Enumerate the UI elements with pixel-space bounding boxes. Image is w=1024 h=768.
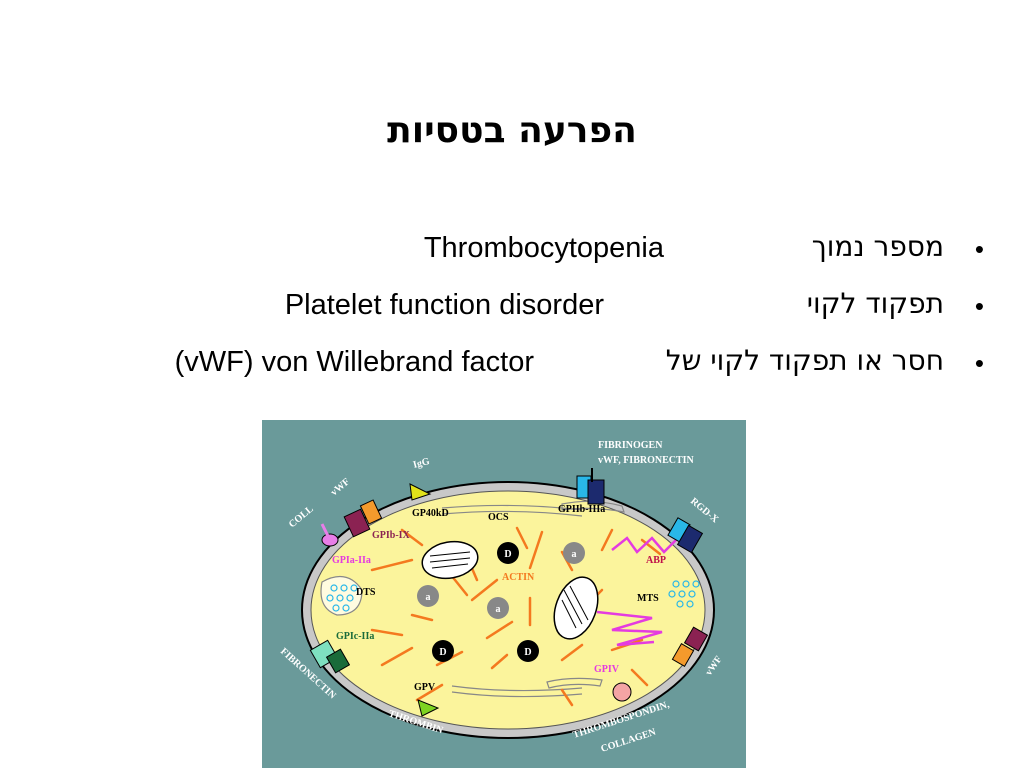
granule-label: D xyxy=(504,549,511,560)
granule-label: a xyxy=(426,592,431,603)
label-igg: IgG xyxy=(412,456,431,471)
igg-receptor xyxy=(409,483,432,501)
coll-gpia-receptor xyxy=(320,523,339,547)
slide-title: הפרעה בטסיות xyxy=(387,110,637,151)
bullet-english-text: Thrombocytopenia xyxy=(423,232,664,264)
label-gpic-iia: GPIc-IIa xyxy=(336,631,374,642)
bullet-english-text: Platelet function disorder xyxy=(284,289,604,321)
granule-label: D xyxy=(524,647,531,658)
label-vwf-fibronectin: vWF, FIBRONECTIN xyxy=(598,455,695,466)
mts-zigzag xyxy=(596,610,663,647)
alpha-granule: a xyxy=(563,542,585,564)
alpha-granule: a xyxy=(487,597,509,619)
bullet-hebrew-text: תפקוד לקוי xyxy=(806,287,944,320)
bullet-item: • מספר נמוך Thrombocytopenia xyxy=(24,230,984,287)
dense-granule: D xyxy=(517,640,539,662)
microtubule-dots xyxy=(668,580,700,608)
granule-label: D xyxy=(439,647,446,658)
bullet-english-text: (vWF) von Willebrand factor xyxy=(174,346,534,378)
bullet-dot-icon: • xyxy=(974,291,984,321)
label-fibrinogen: FIBRINOGEN xyxy=(598,440,663,451)
vwf-gpib-receptor xyxy=(343,499,383,538)
gpiib-iiia-receptor xyxy=(576,468,605,505)
dense-tubular-system xyxy=(320,575,363,616)
label-actin: ACTIN xyxy=(502,572,535,583)
bullet-list: • מספר נמוך Thrombocytopenia • תפקוד לקו… xyxy=(24,230,984,401)
label-mts: MTS xyxy=(637,593,659,604)
mitochondrion-left xyxy=(421,540,479,580)
bullet-hebrew-text: חסר או תפקוד לקוי של xyxy=(665,344,944,377)
rgd-x-receptor xyxy=(667,517,704,554)
label-gpiib-iiia: GPIIb-IIIa xyxy=(558,504,605,515)
label-gpib-ix: GPIb-IX xyxy=(372,530,411,541)
bullet-dot-icon: • xyxy=(974,234,984,264)
label-gpiv: GPIV xyxy=(594,664,620,675)
label-gp40kd: GP40kD xyxy=(412,508,449,519)
alpha-granule: a xyxy=(417,585,439,607)
gpv-receptor xyxy=(417,699,440,717)
bullet-dot-icon: • xyxy=(974,348,984,378)
granule-label: a xyxy=(496,604,501,615)
granule-label: a xyxy=(572,549,577,560)
vwf-right-receptor xyxy=(671,626,709,667)
bullet-hebrew-text: מספר נמוך xyxy=(811,230,944,263)
gpiv-receptor xyxy=(612,682,632,702)
gpic-iia-receptor xyxy=(309,639,351,674)
label-ocs: OCS xyxy=(488,512,509,523)
bullet-item: • תפקוד לקוי Platelet function disorder xyxy=(24,287,984,344)
label-abp: ABP xyxy=(646,555,666,566)
bullet-item: • חסר או תפקוד לקוי של (vWF) von Willebr… xyxy=(24,344,984,401)
dense-granule: D xyxy=(497,542,519,564)
label-dts: DTS xyxy=(356,587,376,598)
label-gpv: GPV xyxy=(414,682,436,693)
platelet-diagram: D D D a a a xyxy=(262,420,746,768)
dense-granule: D xyxy=(432,640,454,662)
mitochondrion-right xyxy=(553,576,599,640)
label-gpia-iia: GPIa-IIa xyxy=(332,555,371,566)
